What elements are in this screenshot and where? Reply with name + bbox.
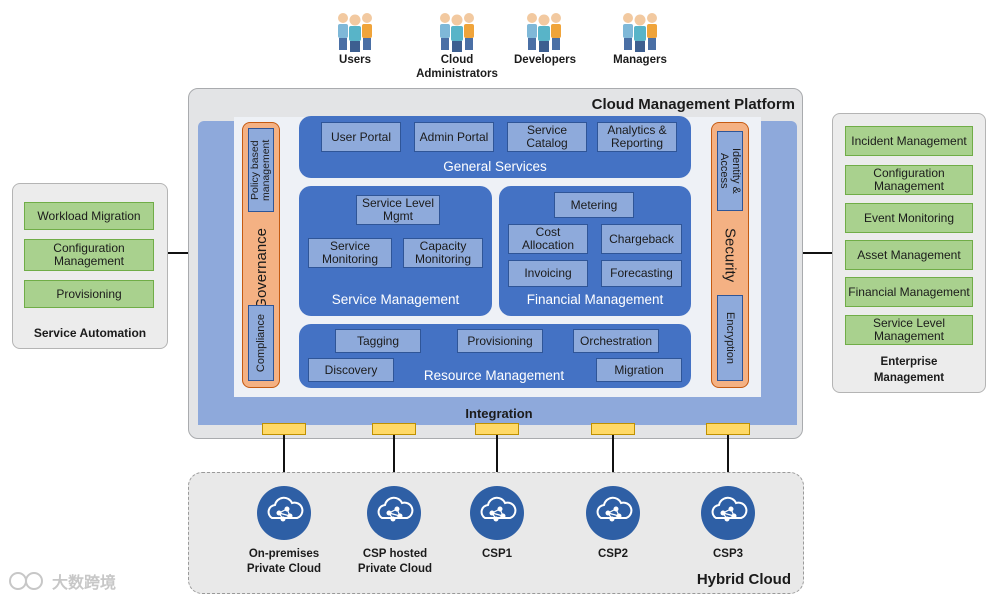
cloud-label-csp-hosted: CSP hosted Private Cloud xyxy=(357,548,433,575)
service-level-mgmt-box: Service Level Mgmt xyxy=(356,195,440,225)
configuration-management-box: Configuration Management xyxy=(845,165,973,195)
persona-cloud-administrators: Cloud Administrators xyxy=(416,10,498,81)
service-management-title: Service Management xyxy=(331,291,460,307)
cloud-label-csp1: CSP1 xyxy=(481,548,513,560)
orchestration-box: Orchestration xyxy=(573,329,659,353)
cloud-node-icon xyxy=(367,486,421,540)
watermark: 大数跨境 xyxy=(8,569,116,593)
cloud-management-platform: Cloud Management Platform Integration Po… xyxy=(188,88,803,439)
connector-line xyxy=(496,435,498,490)
general-services-panel: User Portal Admin Portal Service Catalog… xyxy=(299,116,691,178)
event-monitoring-box: Event Monitoring xyxy=(845,203,973,233)
tagging-box: Tagging xyxy=(335,329,421,353)
cloud-label-csp2: CSP2 xyxy=(597,548,629,560)
connector-line xyxy=(612,435,614,490)
metering-box: Metering xyxy=(554,192,634,218)
invoicing-box: Invoicing xyxy=(508,260,588,287)
persona-label: Users xyxy=(339,54,371,66)
discovery-box: Discovery xyxy=(308,358,394,382)
cloud-label-csp3: CSP3 xyxy=(712,548,744,560)
financial-management-panel: Metering Cost Allocation Chargeback Invo… xyxy=(499,186,691,316)
connector-line xyxy=(727,435,729,490)
service-management-panel: Service Level Mgmt Service Monitoring Ca… xyxy=(299,186,492,316)
cloud-network-icon xyxy=(701,486,755,540)
cloud-label-on-premises: On-premises Private Cloud xyxy=(246,548,322,575)
service-automation-title: Service Automation xyxy=(33,326,147,340)
encryption-box: Encryption xyxy=(717,295,743,381)
admin-portal-box: Admin Portal xyxy=(414,122,494,152)
security-title: Security xyxy=(721,227,739,283)
connector-plug xyxy=(475,423,519,435)
asset-management-box: Asset Management xyxy=(845,240,973,270)
persona-label: Developers xyxy=(514,54,577,66)
right-band xyxy=(761,121,797,425)
hybrid-cloud-title: Hybrid Cloud xyxy=(696,571,791,588)
cloud-network-icon xyxy=(586,486,640,540)
chargeback-box: Chargeback xyxy=(601,224,682,254)
connector-line xyxy=(168,252,192,254)
service-monitoring-box: Service Monitoring xyxy=(308,238,392,268)
managers-group-icon xyxy=(623,13,657,52)
cloud-node-icon xyxy=(470,486,524,540)
security-panel: Identity & Access Security Encryption xyxy=(711,122,749,388)
analytics-reporting-box: Analytics & Reporting xyxy=(597,122,677,152)
governance-title: Governance xyxy=(252,228,270,310)
watermark-text: 大数跨境 xyxy=(52,575,117,592)
platform-title: Cloud Management Platform xyxy=(591,96,795,113)
cloud-network-icon xyxy=(470,486,524,540)
financial-management-box: Financial Management xyxy=(845,277,973,307)
connector-plug xyxy=(262,423,306,435)
general-services-title: General Services xyxy=(443,158,547,174)
persona-label: Cloud Administrators xyxy=(416,54,498,80)
financial-management-title: Financial Management xyxy=(526,291,664,307)
provisioning-box: Provisioning xyxy=(24,280,154,308)
persona-managers: Managers xyxy=(610,10,670,67)
persona-label: Managers xyxy=(613,54,667,66)
connector-plug xyxy=(372,423,416,435)
persona-developers: Developers xyxy=(514,10,577,67)
migration-box: Migration xyxy=(596,358,682,382)
cloud-node-icon xyxy=(701,486,755,540)
connector-plug xyxy=(591,423,635,435)
connector-line xyxy=(393,435,395,490)
enterprise-management-panel: Incident Management Configuration Manage… xyxy=(832,113,986,393)
cloud-node-icon xyxy=(257,486,311,540)
compliance-box: Compliance xyxy=(248,305,274,381)
enterprise-management-title: Enterprise Management xyxy=(873,356,945,384)
governance-title-wrap: Governance xyxy=(245,219,277,319)
integration-band xyxy=(198,397,797,425)
cloud-network-icon xyxy=(257,486,311,540)
capacity-monitoring-box: Capacity Monitoring xyxy=(403,238,483,268)
user-portal-box: User Portal xyxy=(321,122,401,152)
left-band xyxy=(198,121,234,425)
connector-plug xyxy=(706,423,750,435)
cost-allocation-box: Cost Allocation xyxy=(508,224,588,254)
admins-group-icon xyxy=(440,13,474,52)
developers-group-icon xyxy=(527,13,561,52)
incident-management-box: Incident Management xyxy=(845,126,973,156)
users-group-icon xyxy=(338,13,372,52)
configuration-management-box: Configuration Management xyxy=(24,239,154,271)
resource-management-panel: Tagging Provisioning Orchestration Disco… xyxy=(299,324,691,388)
cloud-node-icon xyxy=(586,486,640,540)
resource-management-title: Resource Management xyxy=(423,367,565,383)
integration-label: Integration xyxy=(465,405,533,421)
connector-line xyxy=(283,435,285,490)
policy-based-management-box: Policy based management xyxy=(248,128,274,212)
connector-line xyxy=(801,252,832,254)
governance-panel: Policy based management Governance Compl… xyxy=(242,122,280,388)
service-level-management-box: Service Level Management xyxy=(845,315,973,345)
identity-access-box: Identity & Access xyxy=(717,131,743,211)
watermark-logo-icon xyxy=(9,572,43,590)
provisioning-box: Provisioning xyxy=(457,329,543,353)
service-catalog-box: Service Catalog xyxy=(507,122,587,152)
persona-users: Users xyxy=(325,10,385,67)
security-title-wrap: Security xyxy=(714,215,746,295)
service-automation-panel: Workload Migration Configuration Managem… xyxy=(12,183,168,349)
forecasting-box: Forecasting xyxy=(601,260,682,287)
workload-migration-box: Workload Migration xyxy=(24,202,154,230)
cloud-network-icon xyxy=(367,486,421,540)
